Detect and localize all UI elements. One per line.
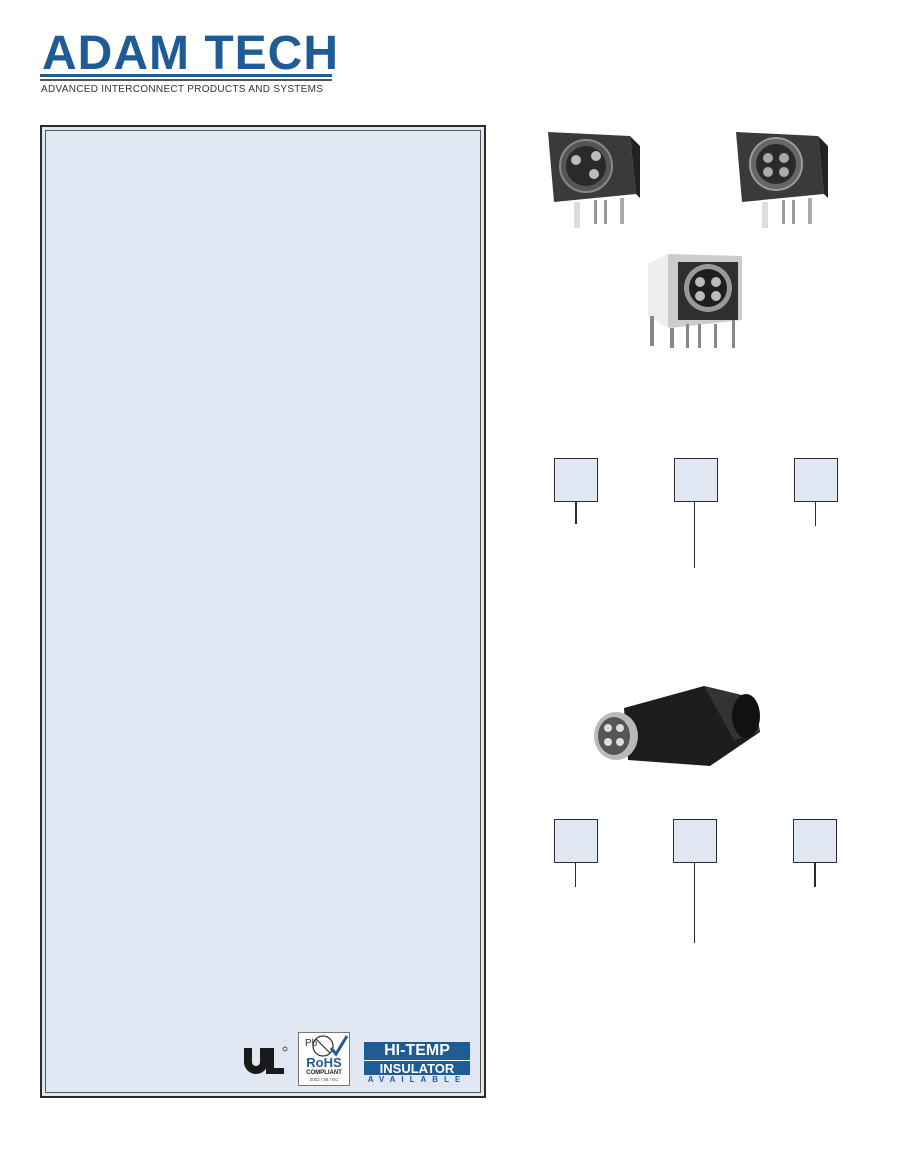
mini-din-jack-3-pin-image [548, 132, 640, 228]
hi-temp-available: AVAILABLE [367, 1075, 467, 1084]
mini-din-jack-shielded-image [648, 254, 742, 348]
ordering-leader-line [575, 502, 577, 524]
ordering-leader-line [575, 863, 576, 887]
brand-name: ADAM TECH [42, 27, 339, 80]
logo-rule-secondary [40, 79, 332, 81]
company-tagline: ADVANCED INTERCONNECT PRODUCTS AND SYSTE… [41, 84, 324, 95]
ul-listed-icon [244, 1046, 288, 1074]
hi-temp-subtitle: INSULATOR [364, 1060, 470, 1076]
ordering-box-series-plug [554, 819, 598, 863]
pb-symbol: Pb [305, 1038, 318, 1049]
ordering-box-positions [674, 458, 718, 502]
ordering-leader-line [694, 502, 695, 568]
mini-din-plug-image [594, 686, 760, 766]
rohs-compliant-badge: Pb RoHS COMPLIANT 2002 / 95 / EC [298, 1032, 350, 1086]
ordering-leader-line [694, 863, 695, 943]
rohs-status: COMPLIANT [306, 1070, 342, 1076]
hi-temp-title: HI-TEMP [364, 1042, 470, 1060]
logo-rule [40, 74, 332, 77]
ordering-box-options-plug [793, 819, 837, 863]
ordering-box-series [554, 458, 598, 502]
ordering-leader-line [814, 863, 816, 887]
hi-temp-insulator-badge: HI-TEMP INSULATOR AVAILABLE [364, 1042, 470, 1084]
mini-din-jack-4-pin-image [736, 132, 828, 228]
ordering-box-positions-plug [673, 819, 717, 863]
ordering-box-options [794, 458, 838, 502]
rohs-directive: 2002 / 95 / EC [309, 1077, 339, 1082]
specifications-panel [40, 125, 486, 1098]
ordering-leader-line [815, 502, 816, 526]
rohs-label: RoHS [306, 1055, 342, 1070]
pb-free-icon [312, 1035, 349, 1057]
